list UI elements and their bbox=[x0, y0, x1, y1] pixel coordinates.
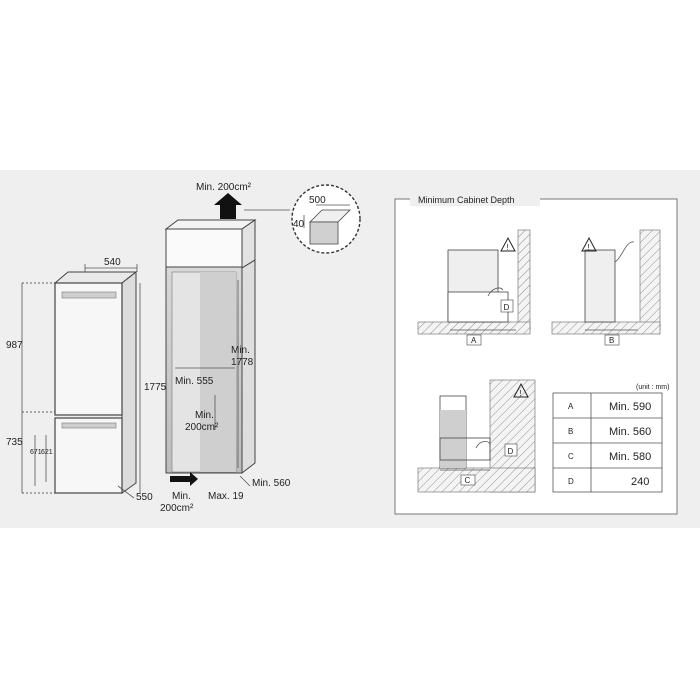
fridge-drawing bbox=[53, 270, 138, 494]
cabinet-bottom-vent-line1: Min. bbox=[172, 491, 191, 502]
diagram-c: ! bbox=[417, 379, 536, 493]
fridge-width-label: 540 bbox=[104, 257, 121, 268]
diagram-a: ! bbox=[417, 229, 531, 346]
diagram-a-a-label: A bbox=[471, 336, 477, 345]
cabinet-middle-vent-line2: 200cm² bbox=[185, 422, 219, 433]
warning-icon-b: ! bbox=[588, 243, 590, 252]
diagram-c-d-label: D bbox=[508, 447, 514, 456]
table-row-b-value: Min. 560 bbox=[609, 426, 651, 438]
cabinet-max-gap-label: Max. 19 bbox=[208, 491, 244, 502]
warning-icon-a: ! bbox=[507, 243, 509, 252]
cabinet-min-depth-label: Min. 560 bbox=[252, 478, 291, 489]
cabinet-min-height-line1: Min. bbox=[231, 345, 250, 356]
table-row-a-value: Min. 590 bbox=[609, 401, 651, 413]
cabinet-min-width-label: Min. 555 bbox=[175, 376, 214, 387]
cabinet-middle-vent-label: Min. 200cm² bbox=[185, 410, 219, 433]
detail-500-label: 500 bbox=[309, 195, 326, 206]
fridge-671-label: 671 bbox=[30, 449, 42, 456]
cabinet-drawing bbox=[164, 193, 290, 486]
table-row-a-key: A bbox=[568, 402, 574, 411]
detail-circle bbox=[291, 184, 361, 254]
unit-label: (unit : mm) bbox=[636, 384, 669, 391]
cabinet-middle-vent-line1: Min. bbox=[195, 410, 214, 421]
table-row-b-key: B bbox=[568, 427, 573, 436]
table-row-c-key: C bbox=[568, 452, 574, 461]
detail-40-label: 40 bbox=[293, 219, 305, 230]
diagram-b-b-label: B bbox=[609, 336, 614, 345]
fridge-lower-height-label: 735 bbox=[6, 437, 23, 448]
cabinet-dimensions bbox=[175, 280, 251, 487]
table-row-c-value: Min. 580 bbox=[609, 451, 651, 463]
depth-table bbox=[552, 392, 663, 493]
cabinet-min-height-line2: 1778 bbox=[231, 357, 254, 368]
fridge-621-label: 621 bbox=[41, 449, 53, 456]
diagram-a-d-label: D bbox=[504, 303, 510, 312]
depth-panel-title: Minimum Cabinet Depth bbox=[418, 195, 515, 205]
fridge-dimensions bbox=[21, 264, 141, 499]
fridge-total-height-label: 1775 bbox=[144, 382, 167, 393]
warning-icon-c: ! bbox=[520, 389, 522, 398]
cabinet-bottom-vent-line2: 200cm² bbox=[160, 503, 194, 514]
cabinet-top-vent-label: Min. 200cm² bbox=[196, 182, 252, 193]
cabinet-bottom-vent-label: Min. 200cm² bbox=[160, 491, 194, 514]
diagram-b: ! bbox=[551, 229, 661, 346]
table-row-d-value: 240 bbox=[631, 476, 649, 488]
table-row-d-key: D bbox=[568, 477, 574, 486]
diagram-c-c-label: C bbox=[465, 476, 471, 485]
fridge-depth-label: 550 bbox=[136, 492, 153, 503]
cabinet-min-height-label: Min. 1778 bbox=[231, 345, 254, 368]
fridge-upper-height-label: 987 bbox=[6, 340, 23, 351]
